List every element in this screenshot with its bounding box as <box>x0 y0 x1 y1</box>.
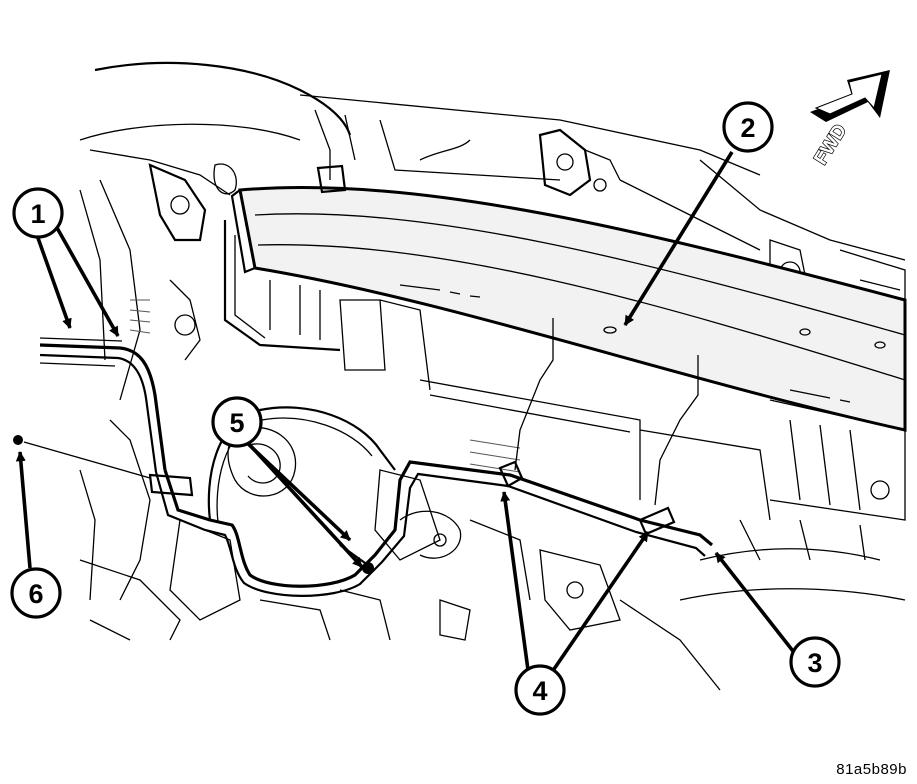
callout-6: 6 <box>10 567 62 619</box>
figure-code: 81a5b89b <box>836 761 907 778</box>
fwd-label: FWD <box>810 121 851 169</box>
callout-5-label: 5 <box>229 408 244 438</box>
leader-lines <box>15 151 802 674</box>
callout-3: 3 <box>789 636 841 688</box>
callout-1: 1 <box>12 187 64 239</box>
callout-2-label: 2 <box>740 113 755 143</box>
fwd-arrow-icon: FWD <box>810 70 890 169</box>
callout-4: 4 <box>514 664 566 716</box>
callout-1-label: 1 <box>30 199 45 229</box>
upper-crossmember <box>230 164 907 506</box>
callout-4-label: 4 <box>532 676 547 706</box>
callout-6-label: 6 <box>28 579 43 609</box>
callout-3-label: 3 <box>807 648 822 678</box>
callout-5: 5 <box>211 396 263 448</box>
bolt-6 <box>13 435 151 479</box>
callout-2: 2 <box>722 101 774 153</box>
